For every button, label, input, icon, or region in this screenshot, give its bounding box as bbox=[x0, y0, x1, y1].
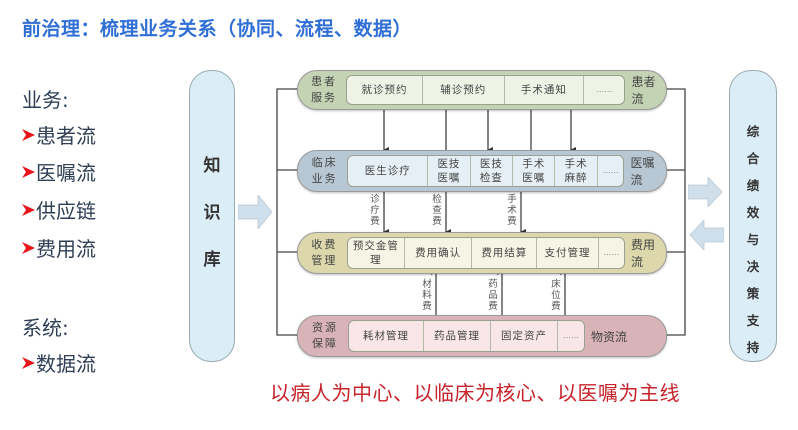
connector-label: 诊疗费 bbox=[370, 194, 380, 227]
row-flow-label: 患者流 bbox=[631, 75, 656, 106]
connector-label: 床位费 bbox=[551, 279, 561, 312]
business-heading: 业务: bbox=[22, 88, 69, 112]
process-cell: 手术通知 bbox=[505, 76, 585, 104]
pillar-char: 效 bbox=[746, 205, 760, 220]
process-cell: …… bbox=[603, 248, 620, 257]
pillar-char: 支 bbox=[746, 313, 760, 328]
left-bracket bbox=[276, 88, 298, 336]
row-label: 临床业务 bbox=[302, 155, 347, 187]
process-cell: …… bbox=[602, 166, 619, 175]
row-flow-label: 医嘱流 bbox=[630, 156, 655, 187]
process-cell: 辅诊预约 bbox=[423, 76, 505, 104]
business-item: 费用流 bbox=[22, 233, 96, 262]
process-cell: 支付管理 bbox=[537, 238, 599, 268]
pillar-char: 识 bbox=[203, 203, 221, 223]
row-cells: 就诊预约辅诊预约手术通知 …… bbox=[346, 75, 626, 105]
arrow-left-icon bbox=[689, 220, 724, 250]
business-item-label: 患者流 bbox=[36, 124, 96, 148]
page-title: 前治理：梳理业务关系（协同、流程、数据） bbox=[22, 18, 413, 40]
pillar-char: 策 bbox=[746, 286, 760, 301]
process-row: 资源保障耗材管理药品管理固定资产 …… 物资流 bbox=[297, 315, 667, 357]
pillar-char: 库 bbox=[203, 250, 221, 270]
process-row: 临床业务医生诊疗医技 医嘱医技 检查手术 医嘱手术 麻醉 …… 医嘱流 bbox=[297, 150, 667, 192]
system-item-label: 数据流 bbox=[36, 352, 96, 376]
process-cell: 费用结算 bbox=[472, 238, 538, 268]
pillar-char: 知 bbox=[203, 156, 221, 176]
process-cell: 医技 检查 bbox=[471, 156, 514, 186]
process-cell: 手术 麻醉 bbox=[555, 156, 598, 186]
connector-label: 材料费 bbox=[422, 279, 432, 312]
row-label-line: 业务 bbox=[311, 172, 338, 185]
business-item: 医嘱流 bbox=[22, 157, 96, 186]
decision-support-pillar: 综合绩效与决策支持 bbox=[729, 70, 777, 362]
row-label: 患者服务 bbox=[302, 74, 346, 106]
business-item: 供应链 bbox=[22, 195, 96, 224]
pillar-char: 绩 bbox=[746, 178, 760, 193]
pillar-char: 综 bbox=[746, 124, 760, 139]
pillar-char: 决 bbox=[746, 259, 760, 274]
process-cell: 医技 医嘱 bbox=[428, 156, 471, 186]
process-row: 患者服务就诊预约辅诊预约手术通知 …… 患者流 bbox=[297, 70, 667, 110]
process-cell: 预交金管理 bbox=[348, 238, 406, 268]
business-item-label: 医嘱流 bbox=[36, 161, 96, 185]
row-label: 收费管理 bbox=[302, 237, 347, 269]
row-cells: 医生诊疗医技 医嘱医技 检查手术 医嘱手术 麻醉 …… bbox=[347, 155, 625, 187]
process-cell: 手术 医嘱 bbox=[513, 156, 556, 186]
business-item-label: 费用流 bbox=[36, 237, 96, 261]
process-cell: 医生诊疗 bbox=[348, 156, 429, 186]
row-label-line: 资源 bbox=[312, 321, 338, 334]
pillar-char: 合 bbox=[746, 151, 760, 166]
row-flow-label: 物资流 bbox=[591, 329, 628, 344]
row-cells: 耗材管理药品管理固定资产 …… bbox=[348, 320, 585, 352]
bullet-arrow-icon bbox=[22, 128, 35, 141]
process-cell: 费用确认 bbox=[405, 238, 473, 268]
row-label-line: 管理 bbox=[311, 254, 338, 267]
bullet-arrow-icon bbox=[22, 356, 35, 369]
connector-label: 手术费 bbox=[507, 194, 517, 227]
process-cell: 药品管理 bbox=[424, 321, 491, 351]
business-item-label: 供应链 bbox=[36, 199, 96, 223]
process-row: 收费管理预交金管理费用确认费用结算支付管理 …… 费用流 bbox=[297, 232, 667, 274]
process-cell: …… bbox=[563, 331, 579, 340]
row-label-line: 保障 bbox=[312, 337, 338, 350]
bullet-arrow-icon bbox=[22, 203, 35, 216]
right-bracket bbox=[665, 88, 686, 336]
connector-label: 药品费 bbox=[488, 279, 498, 312]
process-cell: 固定资产 bbox=[491, 321, 558, 351]
connector-label: 检查费 bbox=[432, 194, 442, 227]
process-cell: 就诊预约 bbox=[347, 76, 423, 104]
row-cells: 预交金管理费用确认费用结算支付管理 …… bbox=[346, 237, 625, 269]
system-item: 数据流 bbox=[22, 348, 96, 377]
row-label: 资源保障 bbox=[302, 320, 348, 352]
row-label-line: 临床 bbox=[311, 156, 338, 169]
row-flow-label: 费用流 bbox=[630, 238, 655, 269]
process-cell: 耗材管理 bbox=[349, 321, 424, 351]
pillar-char: 持 bbox=[746, 340, 760, 355]
knowledge-base-pillar: 知识库 bbox=[189, 70, 235, 362]
bullet-arrow-icon bbox=[22, 165, 35, 178]
arrow-right-icon bbox=[688, 177, 723, 207]
process-cell: …… bbox=[596, 85, 613, 94]
pillar-char: 与 bbox=[746, 232, 760, 247]
arrow-right-icon bbox=[238, 195, 273, 229]
business-item: 患者流 bbox=[22, 120, 96, 149]
bullet-arrow-icon bbox=[22, 241, 35, 254]
slogan: 以病人为中心、以临床为核心、以医嘱为主线 bbox=[270, 381, 680, 405]
system-heading: 系统: bbox=[22, 316, 69, 340]
row-label-line: 服务 bbox=[311, 91, 338, 104]
row-label-line: 收费 bbox=[311, 238, 338, 251]
row-label-line: 患者 bbox=[311, 75, 338, 88]
